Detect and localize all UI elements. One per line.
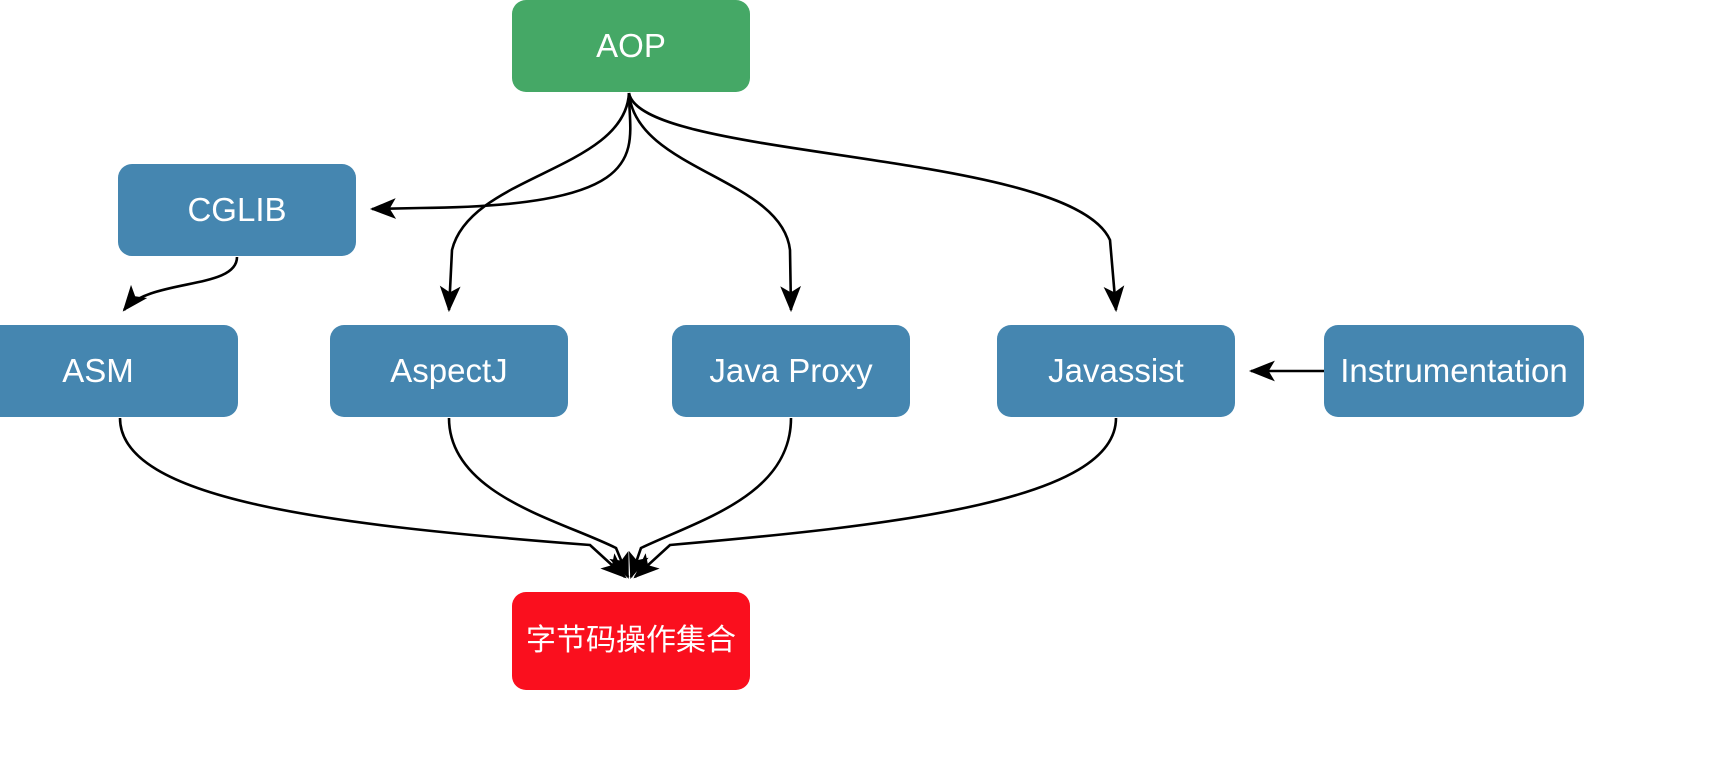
edge-asm-to-bytecodeset [118,417,627,579]
node-aspectj-label: AspectJ [390,352,508,390]
node-aop-label: AOP [596,27,666,65]
node-bytecode-operation-set[interactable]: 字节码操作集合 [512,592,750,690]
node-aop[interactable]: AOP [512,0,750,92]
edge-javaproxy-to-bytecodeset [628,417,793,579]
edge-aop-to-cglib [369,92,632,219]
node-bytecode-operation-set-label: 字节码操作集合 [526,623,736,657]
node-instrumentation[interactable]: Instrumentation [1324,325,1584,417]
edge-aop-to-javaproxy [627,92,801,313]
node-cglib[interactable]: CGLIB [118,164,356,256]
edge-aop-to-aspectj [439,92,631,313]
node-instrumentation-label: Instrumentation [1340,352,1568,390]
edge-javassist-to-bytecodeset [633,417,1118,579]
node-cglib-label: CGLIB [187,191,287,229]
node-asm[interactable]: ASM [0,325,238,417]
node-javassist-label: Javassist [1048,352,1184,390]
node-aspectj[interactable]: AspectJ [330,325,568,417]
edge-aspectj-to-bytecodeset [447,417,630,579]
node-asm-label: ASM [62,352,134,390]
node-javassist[interactable]: Javassist [997,325,1235,417]
node-java-proxy[interactable]: Java Proxy [672,325,910,417]
edge-cglib-to-asm [122,256,239,312]
edge-aop-to-javassist [627,92,1125,313]
node-java-proxy-label: Java Proxy [709,352,873,390]
